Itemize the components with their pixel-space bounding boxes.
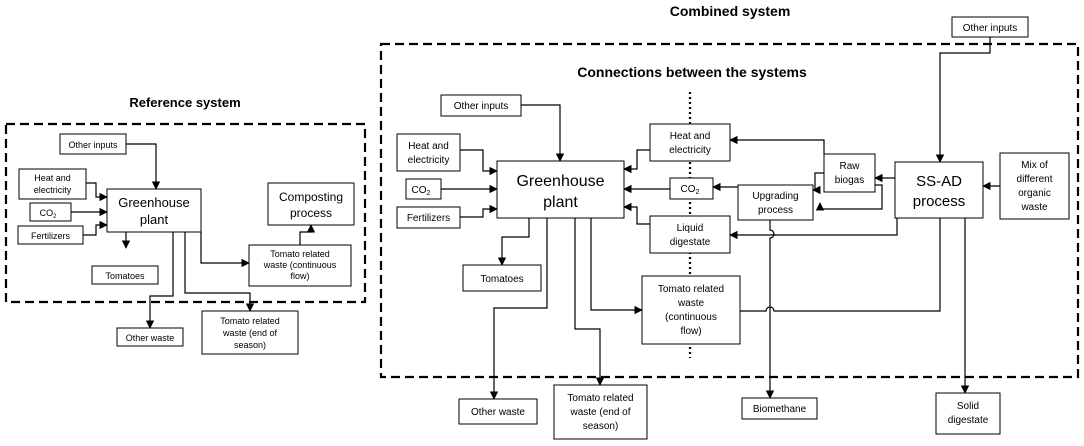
svg-text:flow): flow)	[290, 271, 309, 281]
svg-text:Other inputs: Other inputs	[454, 101, 508, 112]
combined-system-frame	[379, 42, 1080, 379]
ref-other-inputs-label: Other inputs	[68, 140, 118, 150]
svg-text:waste (end of: waste (end of	[222, 328, 278, 338]
ref-tomato-waste-continuous-node: Tomato related waste (continuous flow)	[248, 244, 352, 287]
svg-text:season): season)	[583, 421, 619, 432]
svg-text:Composting: Composting	[279, 190, 343, 204]
comb-other-waste-node: Other waste	[458, 398, 538, 425]
ref-other-waste-node: Other waste	[116, 327, 184, 347]
svg-text:Raw: Raw	[839, 161, 860, 172]
comb-tomato-waste-continuous-node: Tomato related waste (continuous flow)	[641, 275, 741, 345]
svg-text:process: process	[913, 193, 966, 210]
comb-upgrading-process-node: Upgrading process	[737, 184, 814, 221]
comb-other-inputs-top-node: Other inputs	[951, 16, 1029, 38]
comb-mix-organic-waste-node: Mix of different organic waste	[999, 152, 1070, 220]
ref-co2-node: CO2	[29, 202, 72, 222]
comb-raw-biogas-node: Raw biogas	[823, 153, 876, 193]
svg-text:Other waste: Other waste	[471, 407, 525, 418]
svg-text:electricity: electricity	[408, 155, 450, 166]
svg-text:plant: plant	[543, 194, 578, 211]
ref-other-inputs-node: Other inputs	[59, 133, 127, 155]
comb-tomatoes-node: Tomatoes	[462, 264, 542, 292]
svg-text:Tomato related: Tomato related	[270, 249, 330, 259]
svg-text:CO2: CO2	[681, 184, 700, 196]
combined-system-title: Combined system	[670, 3, 791, 19]
svg-text:Tomatoes: Tomatoes	[480, 274, 523, 285]
svg-text:Liquid: Liquid	[677, 223, 704, 234]
svg-text:Tomato related: Tomato related	[567, 393, 633, 404]
reference-edges	[71, 143, 316, 329]
svg-text:Upgrading: Upgrading	[752, 191, 798, 202]
connections-title: Connections between the systems	[577, 64, 807, 80]
ref-fertilizers-node: Fertilizers	[17, 225, 84, 245]
svg-text:Tomato related: Tomato related	[220, 316, 280, 326]
svg-text:CO2: CO2	[412, 185, 431, 197]
svg-text:plant: plant	[140, 212, 169, 227]
combined-nodes: Other inputs Other inputs Heat and elect…	[396, 16, 1070, 440]
ref-co2-label: CO2	[40, 208, 58, 220]
svg-text:process: process	[758, 205, 793, 216]
comb-solid-digestate-node: Solid digestate	[935, 392, 1001, 435]
svg-text:waste: waste	[677, 298, 705, 309]
svg-text:waste (end of: waste (end of	[569, 407, 630, 418]
comb-co2-node: CO2	[405, 178, 442, 200]
svg-text:Mix of: Mix of	[1021, 160, 1048, 171]
svg-text:Other waste: Other waste	[126, 333, 175, 343]
svg-text:Tomatoes: Tomatoes	[105, 271, 145, 281]
svg-text:digestate: digestate	[948, 415, 989, 426]
comb-biomethane-node: Biomethane	[741, 397, 818, 420]
reference-nodes: Other inputs Heat and electricity CO2 Fe…	[17, 133, 355, 355]
svg-text:SS-AD: SS-AD	[916, 173, 962, 190]
svg-text:flow): flow)	[680, 326, 701, 337]
svg-text:waste: waste	[1020, 202, 1048, 213]
comb-tomato-waste-end-node: Tomato related waste (end of season)	[553, 384, 648, 440]
svg-text:organic: organic	[1018, 188, 1051, 199]
svg-text:Other inputs: Other inputs	[963, 23, 1017, 34]
svg-text:Fertilizers: Fertilizers	[407, 213, 450, 224]
svg-text:electricity: electricity	[34, 185, 72, 195]
svg-text:Tomato related: Tomato related	[658, 284, 724, 295]
combined-edges	[441, 37, 1000, 400]
svg-text:Heat and: Heat and	[408, 141, 449, 152]
svg-text:Biomethane: Biomethane	[753, 404, 807, 415]
comb-heat-electricity-mid-node: Heat and electricity	[649, 123, 731, 162]
svg-text:digestate: digestate	[670, 237, 711, 248]
comb-ssad-process-node: SS-AD process	[894, 161, 984, 219]
svg-text:Fertilizers: Fertilizers	[31, 231, 71, 241]
ref-composting-node: Composting process	[267, 182, 355, 226]
svg-text:waste (continuous: waste (continuous	[263, 260, 337, 270]
ref-heat-electricity-node: Heat and electricity	[18, 168, 87, 200]
ref-tomato-waste-end-node: Tomato related waste (end of season)	[201, 310, 299, 355]
comb-fertilizers-node: Fertilizers	[396, 206, 461, 229]
ref-tomatoes-node: Tomatoes	[91, 265, 159, 285]
svg-text:electricity: electricity	[669, 145, 711, 156]
svg-text:Greenhouse: Greenhouse	[516, 173, 604, 190]
ref-greenhouse-node: Greenhouse plant	[106, 188, 202, 233]
svg-text:process: process	[290, 206, 332, 220]
comb-heat-electricity-node: Heat and electricity	[396, 133, 461, 172]
svg-text:Greenhouse: Greenhouse	[118, 195, 190, 210]
comb-liquid-digestate-node: Liquid digestate	[649, 215, 731, 254]
comb-other-inputs-node: Other inputs	[440, 94, 522, 117]
reference-system-frame	[4, 122, 367, 304]
svg-text:biogas: biogas	[835, 175, 864, 186]
svg-text:Solid: Solid	[957, 401, 979, 412]
comb-greenhouse-node: Greenhouse plant	[496, 160, 625, 219]
svg-text:Heat and: Heat and	[670, 131, 711, 142]
reference-system-title: Reference system	[129, 95, 240, 110]
svg-text:Heat and: Heat and	[34, 173, 71, 183]
svg-text:season): season)	[234, 340, 266, 350]
svg-text:(continuous: (continuous	[665, 312, 717, 323]
svg-text:different: different	[1017, 174, 1053, 185]
comb-co2-mid-node: CO2	[669, 177, 714, 200]
